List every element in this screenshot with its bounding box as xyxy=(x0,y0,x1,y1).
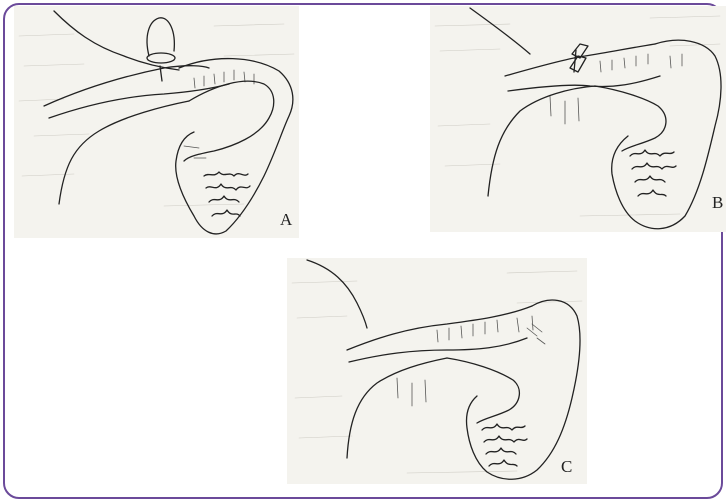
panel-b: B xyxy=(430,6,726,232)
anatomy-sketch-a-icon xyxy=(14,6,299,238)
panel-label-a: A xyxy=(280,211,292,228)
panel-label-b: B xyxy=(712,194,723,211)
panel-c: C xyxy=(287,258,587,484)
anatomy-sketch-b-icon xyxy=(430,6,726,232)
panel-label-c: C xyxy=(561,458,572,475)
panel-a: A xyxy=(14,6,299,238)
anatomy-sketch-c-icon xyxy=(287,258,587,484)
